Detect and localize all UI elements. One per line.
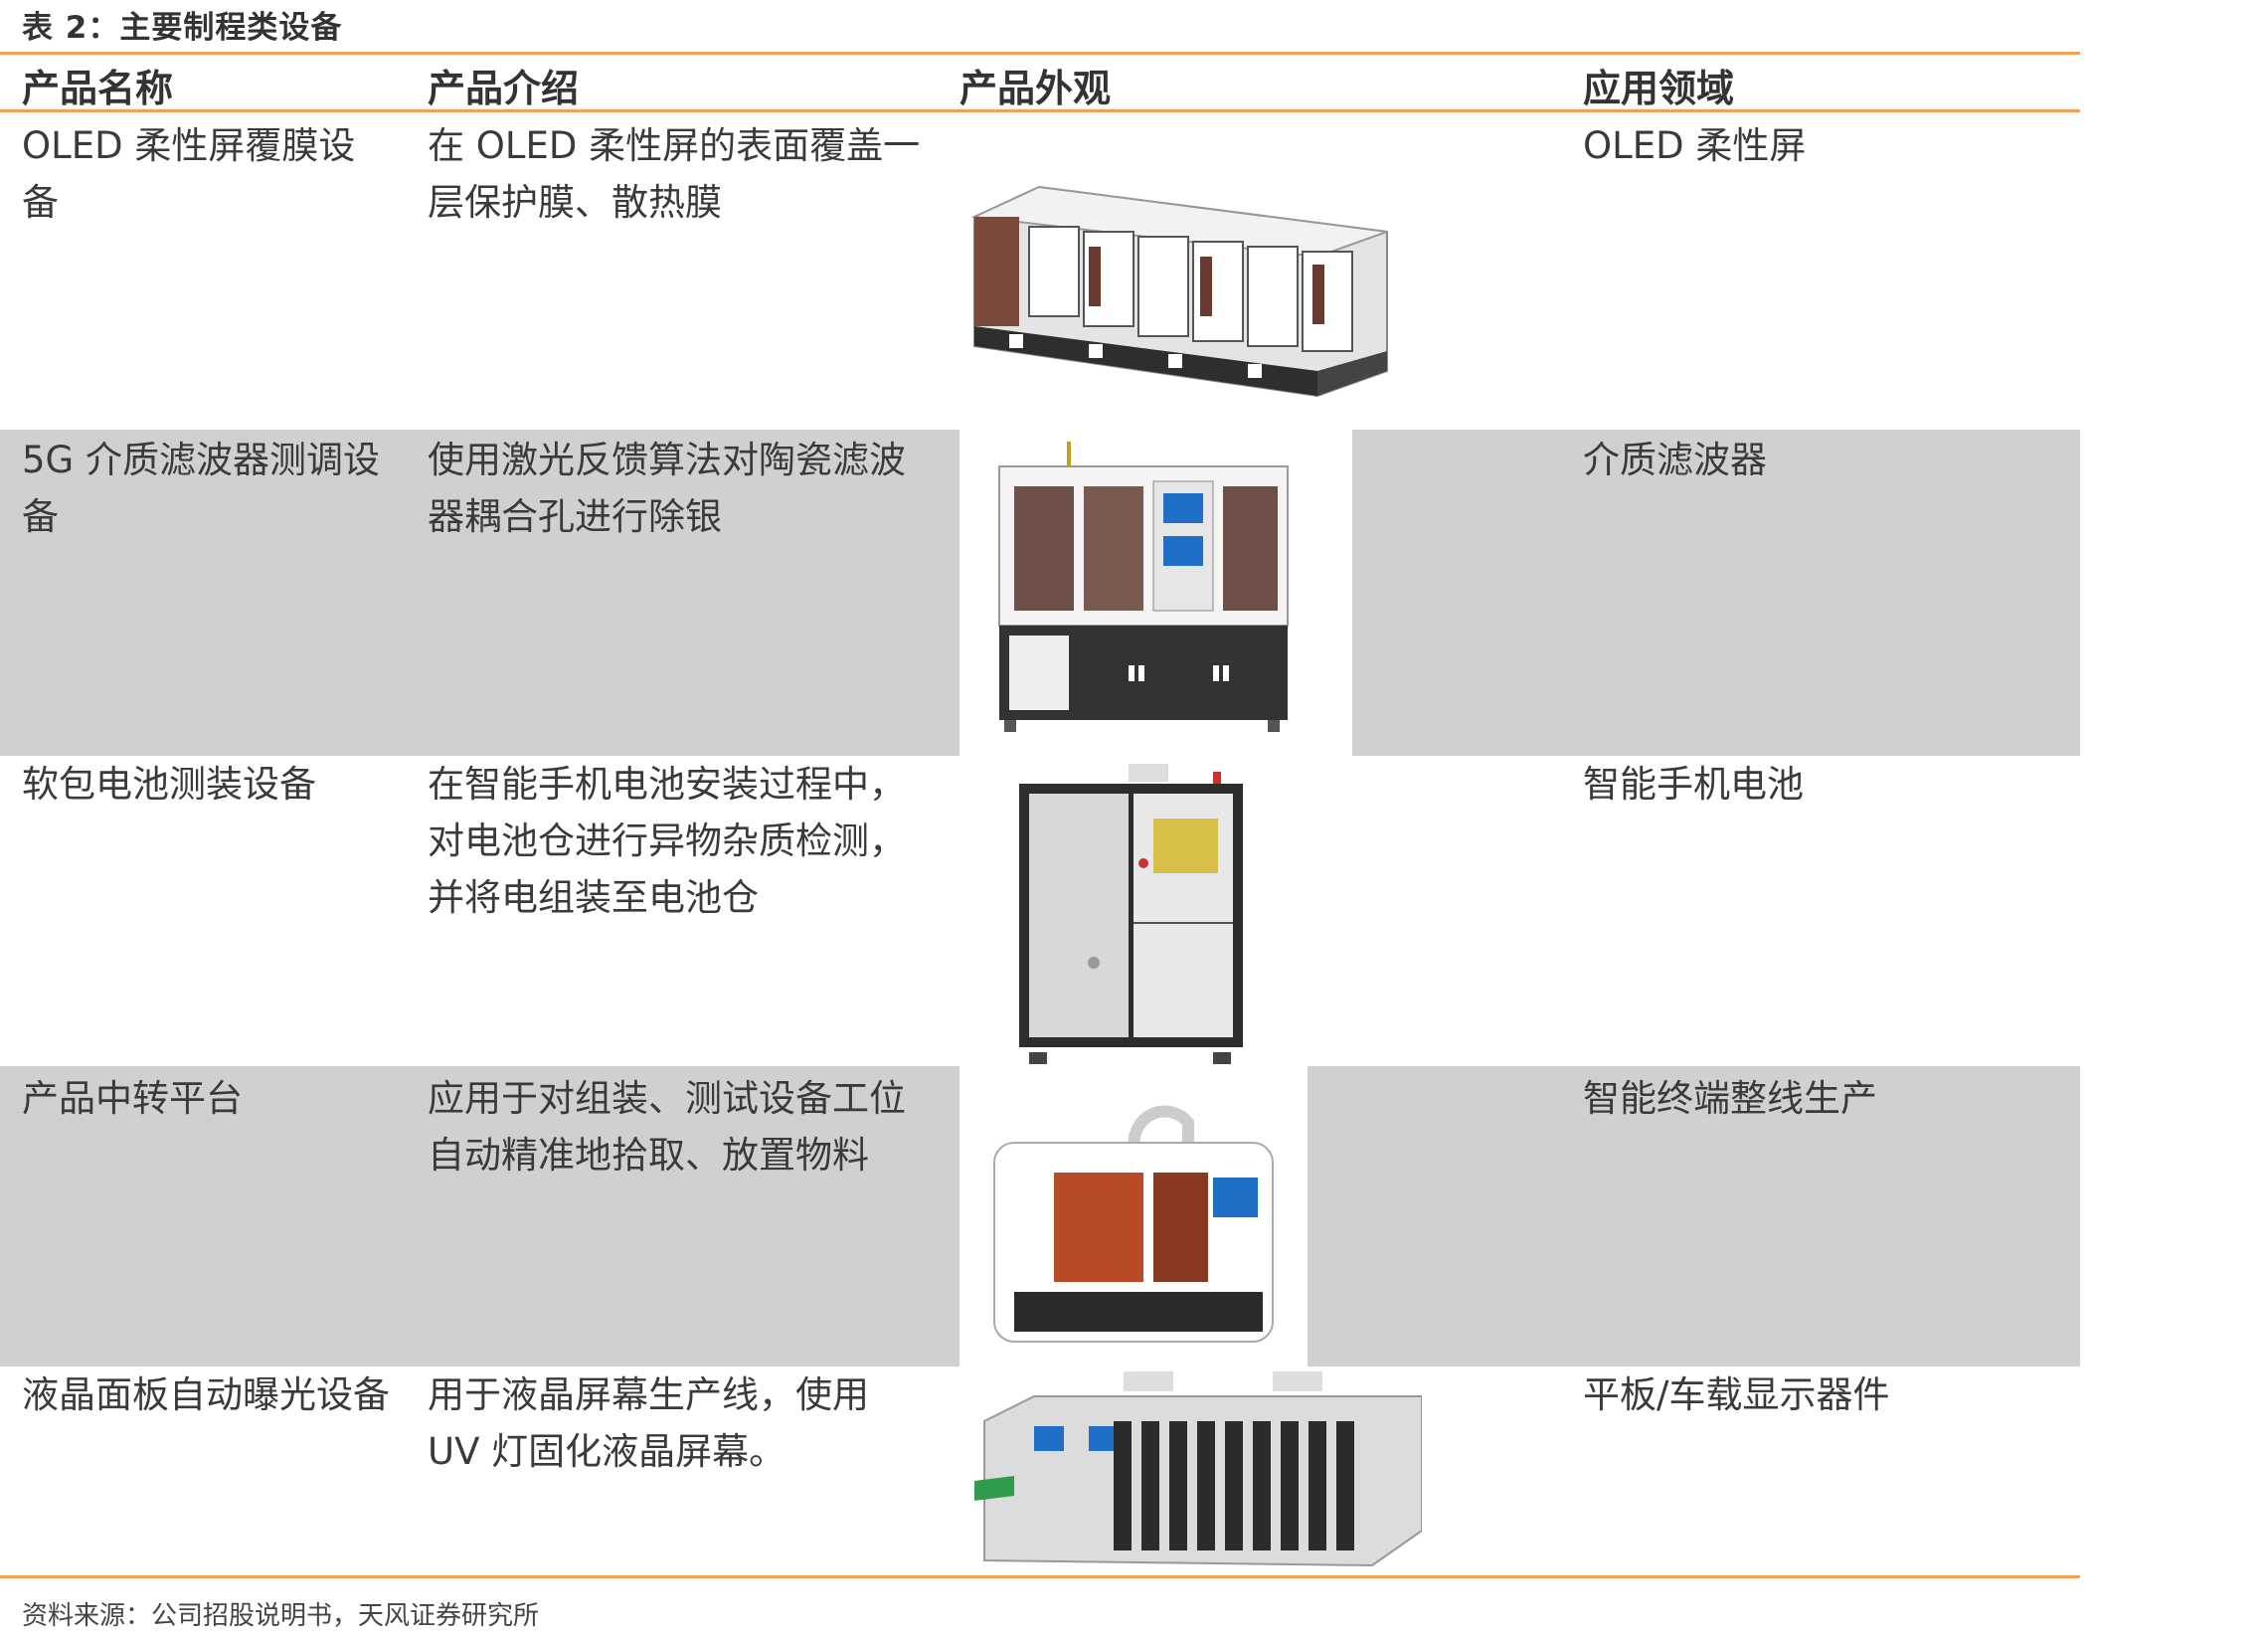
cell-product-name: OLED 柔性屏覆膜设备 [22,124,356,224]
cell-product-name: 液晶面板自动曝光设备 [22,1373,390,1416]
cell-product-name: 5G 介质滤波器测调设备 [22,439,380,538]
cell-application: 介质滤波器 [1583,439,1767,481]
row-shade [0,1066,960,1366]
row-shade [1308,1066,2080,1366]
header-application: 应用领域 [1583,67,1735,110]
header-product-appearance: 产品外观 [960,67,1112,110]
cell-application: 智能终端整线生产 [1583,1077,1877,1120]
cell-product-intro: 使用激光反馈算法对陶瓷滤波器耦合孔进行除银 [428,439,906,538]
table-row: 液晶面板自动曝光设备 用于液晶屏幕生产线，使用 UV 灯固化液晶屏幕。 平板/车… [0,1366,2080,1575]
oled-film-laminating-machine-image [970,185,1388,398]
header-product-name: 产品名称 [22,67,174,110]
cell-product-name: 软包电池测装设备 [22,763,316,806]
table-caption: 表 2：主要制程类设备 [22,10,343,46]
cell-product-intro: 在智能手机电池安装过程中，对电池仓进行异物杂质检测，并将电组装至电池仓 [428,763,906,919]
cell-application: 平板/车载显示器件 [1583,1373,1890,1416]
uv-exposure-machine-image [974,1371,1422,1567]
header-rule [0,109,2080,112]
battery-assembly-machine-image [1019,764,1243,1064]
table-row: 产品中转平台 应用于对组装、测试设备工位自动精准地拾取、放置物料 智能终端整线生… [0,1066,2080,1366]
table-row: 软包电池测装设备 在智能手机电池安装过程中，对电池仓进行异物杂质检测，并将电组装… [0,756,2080,1066]
table-row: OLED 柔性屏覆膜设备 在 OLED 柔性屏的表面覆盖一层保护膜、散热膜 [0,117,2080,430]
header-product-intro: 产品介绍 [428,67,580,110]
cell-product-intro: 在 OLED 柔性屏的表面覆盖一层保护膜、散热膜 [428,124,921,224]
cell-product-intro: 应用于对组装、测试设备工位自动精准地拾取、放置物料 [428,1077,906,1177]
cell-product-intro: 用于液晶屏幕生产线，使用 UV 灯固化液晶屏幕。 [428,1373,869,1473]
cell-application: 智能手机电池 [1583,763,1804,806]
table-row: 5G 介质滤波器测调设备 使用激光反馈算法对陶瓷滤波器耦合孔进行除银 介质滤波器 [0,430,2080,756]
row-shade [0,430,960,756]
filter-tuning-machine-image [998,442,1289,732]
cell-product-name: 产品中转平台 [22,1077,243,1120]
transfer-platform-machine-image [993,1105,1274,1343]
row-shade [1352,430,2080,756]
bottom-rule [0,1575,2080,1578]
source-note: 资料来源：公司招股说明书，天风证券研究所 [22,1601,540,1631]
top-rule [0,52,2080,55]
cell-application: OLED 柔性屏 [1583,124,1807,167]
